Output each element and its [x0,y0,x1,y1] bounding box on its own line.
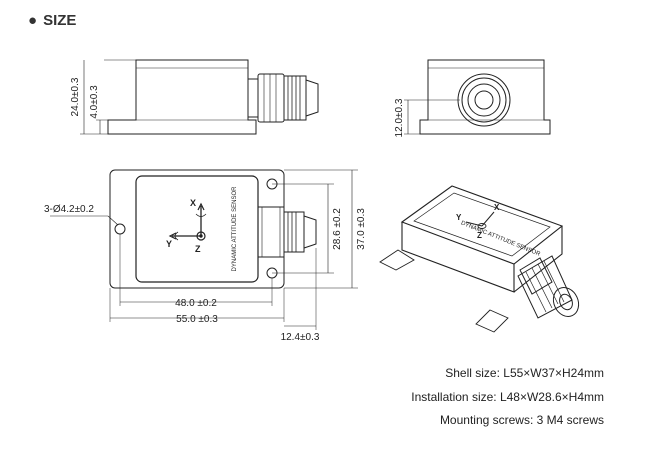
top-view [50,169,358,330]
dim-connector-height: 12.0±0.3 [394,98,405,137]
section-heading: ● SIZE [28,12,76,29]
spec-shell-size: Shell size: L55×W37×H24mm [445,366,604,380]
axis-x-label: X [190,198,196,208]
dim-hole-spacing-x: 48.0 ±0.2 [175,298,217,309]
spec-mounting-screws: Mounting screws: 3 M4 screws [439,413,604,427]
bullet-icon: ● [28,12,38,29]
section-title: SIZE [43,12,77,29]
sensor-label-iso: DYNAMIC ATTITUDE SENSOR [460,220,542,258]
dim-hole: 3-Ø4.2±0.2 [44,204,94,215]
axis-z-label: Z [195,244,201,254]
spec-installation-size: Installation size: L48×W28.6×H4mm [411,390,604,404]
end-view [404,59,551,135]
dim-width: 37.0 ±0.3 [356,208,367,250]
axis-y-label: Y [166,239,172,249]
dim-hole-spacing-y: 28.6 ±0.2 [332,208,343,250]
dim-length: 55.0 ±0.3 [176,314,218,325]
iso-axis-x-label: X [494,203,500,212]
iso-axis-z-label: Z [477,231,482,240]
sensor-label-top: DYNAMIC ATTITUDE SENSOR [232,186,238,272]
dim-connector-length: 12.4±0.3 [281,332,320,343]
dim-flange-height: 4.0±0.3 [89,85,100,119]
dim-height-total: 24.0±0.3 [70,77,81,116]
iso-axis-y-label: Y [456,213,462,222]
side-view [80,59,319,135]
isometric-view [379,185,580,333]
